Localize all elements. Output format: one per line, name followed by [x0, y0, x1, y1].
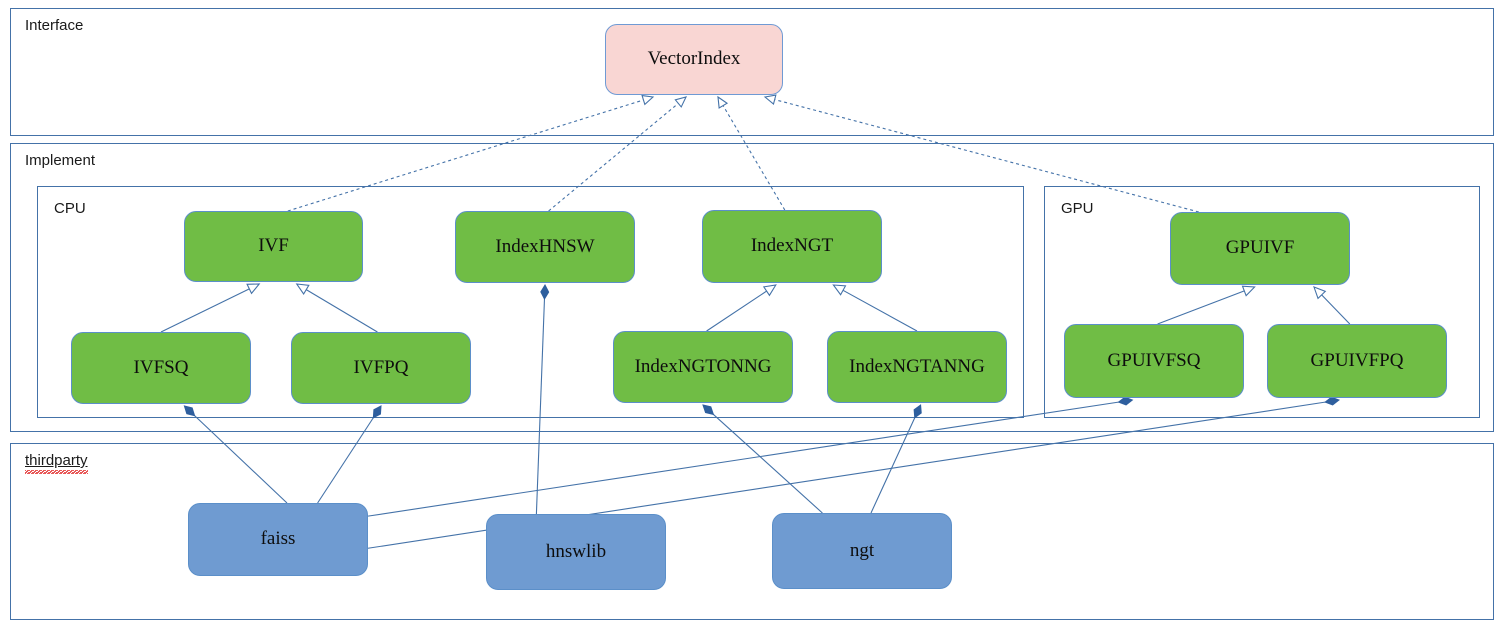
node-indexhnsw[interactable]: IndexHNSW [455, 211, 635, 283]
node-label: IVF [258, 235, 289, 257]
node-ivfsq[interactable]: IVFSQ [71, 332, 251, 404]
group-label-gpu: GPU [1061, 200, 1094, 217]
group-label-interface: Interface [25, 17, 84, 34]
node-hnswlib[interactable]: hnswlib [486, 514, 666, 590]
node-ivfpq[interactable]: IVFPQ [291, 332, 471, 404]
node-gpuivf[interactable]: GPUIVF [1170, 212, 1350, 285]
node-label: IndexHNSW [495, 235, 595, 257]
node-ngt[interactable]: ngt [772, 513, 952, 589]
node-gpuivfpq[interactable]: GPUIVFPQ [1267, 324, 1447, 398]
node-label: GPUIVF [1225, 237, 1295, 259]
node-label: IndexNGTANNG [849, 355, 985, 377]
node-label: IVFSQ [133, 356, 189, 378]
node-label: hnswlib [545, 540, 607, 562]
node-gpuivfsq[interactable]: GPUIVFSQ [1064, 324, 1244, 398]
node-ivf[interactable]: IVF [184, 211, 363, 282]
node-label: GPUIVFSQ [1107, 349, 1201, 371]
node-vectorindex[interactable]: VectorIndex [605, 24, 783, 95]
group-label-implement: Implement [25, 152, 96, 169]
node-label: ngt [849, 539, 875, 561]
node-label: faiss [260, 528, 296, 550]
node-label: VectorIndex [647, 48, 741, 70]
node-faiss[interactable]: faiss [188, 503, 368, 576]
node-indexngt[interactable]: IndexNGT [702, 210, 882, 283]
group-label-cpu: CPU [54, 200, 86, 217]
node-indexngtanng[interactable]: IndexNGTANNG [827, 331, 1007, 403]
group-label-thirdparty: thirdparty [25, 453, 88, 468]
node-label: GPUIVFPQ [1310, 349, 1404, 371]
node-label: IVFPQ [353, 356, 409, 378]
node-label: IndexNGT [750, 235, 834, 257]
node-indexngtonng[interactable]: IndexNGTONNG [613, 331, 793, 403]
node-label: IndexNGTONNG [634, 355, 772, 377]
misspelled-word-thirdparty: thirdparty [25, 452, 88, 469]
